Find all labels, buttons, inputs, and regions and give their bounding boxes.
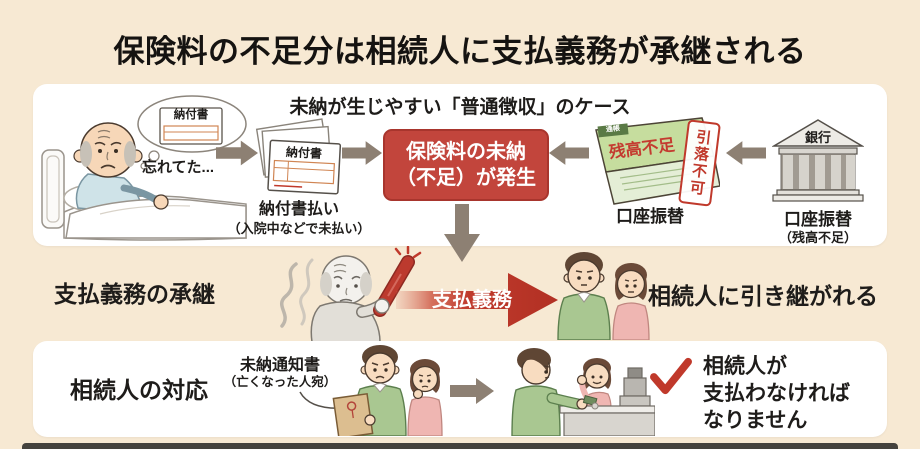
slip-caption: 納付書払い: [258, 201, 339, 218]
unpaid-premium-alert-box: 保険料の未納 （不足）が発生: [383, 129, 549, 201]
middle-section-label: 支払義務の承継: [54, 281, 215, 307]
deceased-ghost-illustration: [279, 246, 422, 342]
check-text-line1: 相続人が: [703, 355, 787, 378]
checkmark-icon: [650, 357, 692, 395]
flow-arrow-right-icon: [450, 378, 494, 404]
thought-slip-label: 納付書: [173, 109, 209, 121]
flow-arrow-right-icon: [342, 141, 382, 165]
flow-arrow-down-icon: [444, 204, 480, 262]
old-man-in-bed-illustration: [41, 95, 247, 241]
bank-caption: 口座振替: [784, 210, 852, 229]
flow-arrow-left-icon: [726, 141, 766, 165]
alert-line2: （不足）が発生: [396, 167, 536, 189]
top-section-subtitle: 未納が生じやすい「普通徴収」のケース: [289, 97, 631, 118]
notice-label: 未納通知書: [239, 357, 320, 374]
check-text-line2: 支払わなければ: [703, 382, 850, 405]
payment-slip-stack-illustration: [255, 118, 342, 195]
notice-label-sub: （亡くなった人宛）: [223, 375, 337, 389]
flow-arrow-right-icon: [216, 140, 258, 166]
bottom-section-label: 相続人の対応: [70, 377, 208, 403]
bank-caption-sub: （残高不足）: [778, 230, 857, 245]
obligation-arrow-label: 支払義務: [432, 289, 512, 311]
alert-line1: 保険料の未納: [406, 141, 526, 163]
couple-with-notice-illustration: [332, 345, 443, 436]
passbook-caption: 口座振替: [616, 207, 684, 226]
paying-at-counter-illustration: [511, 348, 655, 436]
bank-building-illustration: [772, 119, 864, 202]
flow-arrow-left-icon: [549, 141, 589, 165]
heir-couple-illustration: [557, 252, 650, 340]
page-title: 保険料の不足分は相続人に支払義務が承継される: [113, 34, 807, 69]
check-text-line3: なりません: [703, 409, 808, 432]
bank-sign-label: 銀行: [804, 130, 831, 145]
middle-result-text: 相続人に引き継がれる: [648, 283, 878, 309]
forgot-text: 忘れてた...: [142, 159, 215, 176]
bottom-edge-strip: [22, 443, 898, 449]
payment-obligation-arrow: [396, 273, 558, 327]
slip-caption-sub: （入院中などで未払い）: [227, 221, 371, 236]
